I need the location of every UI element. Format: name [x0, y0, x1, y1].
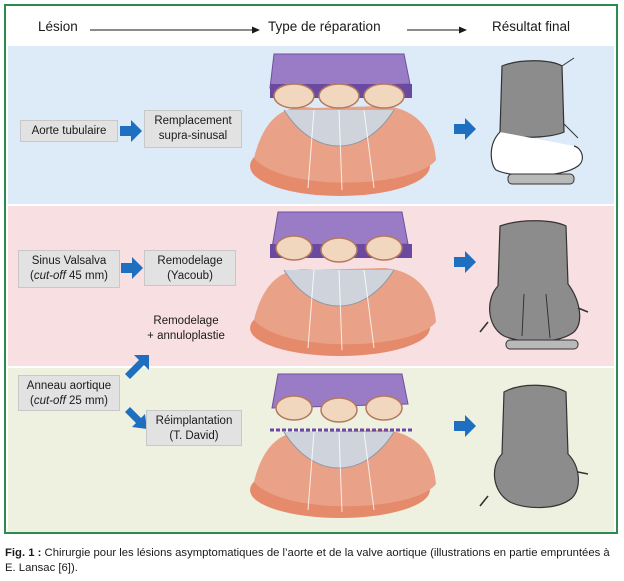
repair-label-annuloplasty: Remodelage + annuloplastie [147, 315, 225, 342]
figure-caption: Fig. 1 : Chirurgie pour les lésions asym… [5, 546, 619, 576]
figure-frame: Lésion Type de réparation Résultat final… [4, 4, 618, 534]
header-arrow-2 [407, 26, 467, 34]
lesion-label-row3-line1: Anneau aortique [26, 380, 112, 392]
lesion-box-row2: Sinus Valsalva (cut-off 45 mm) [18, 250, 120, 288]
repair-label-row3-line1: Réimplantation [155, 415, 233, 427]
repair-label-row2-line2: (Yacoub) [167, 270, 213, 282]
surgical-view-row2 [250, 211, 436, 356]
repair-label-row2-line1: Remodelage [157, 255, 223, 267]
blue-arrow-icon [120, 120, 142, 142]
result-illustration-row1 [490, 57, 583, 185]
blue-arrow-icon [454, 118, 476, 140]
header-repair: Type de réparation [268, 19, 381, 34]
lesion-label-row2-line2: (cut-off 45 mm) [30, 270, 108, 282]
blue-arrow-up-icon [125, 355, 149, 379]
blue-arrow-down-icon [125, 407, 147, 429]
surgical-view-row3 [250, 373, 436, 518]
lesion-label-row1: Aorte tubulaire [31, 125, 107, 137]
lesion-label-row2-line1: Sinus Valsalva [31, 255, 107, 267]
header-arrow-1 [90, 26, 260, 34]
result-illustration-row2 [479, 220, 589, 350]
header-result: Résultat final [492, 19, 571, 34]
blue-arrow-icon [121, 257, 143, 279]
repair-label-row1-line1: Remplacement [154, 115, 232, 127]
header-lesion: Lésion [38, 19, 78, 34]
repair-label-row3-line2: (T. David) [169, 430, 219, 442]
repair-box-row1: Remplacement supra-sinusal [144, 110, 242, 148]
result-illustration-row3 [479, 384, 589, 509]
repair-box-row2: Remodelage (Yacoub) [144, 250, 236, 286]
lesion-box-row1: Aorte tubulaire [20, 120, 118, 142]
lesion-label-row3-line2: (cut-off 25 mm) [30, 395, 108, 407]
surgical-view-row1 [250, 53, 436, 196]
blue-arrow-icon [454, 415, 476, 437]
repair-box-row3: Réimplantation (T. David) [146, 410, 242, 446]
repair-label-row1-line2: supra-sinusal [158, 130, 228, 142]
caption-label: Fig. 1 : [5, 547, 42, 559]
lesion-box-row3: Anneau aortique (cut-off 25 mm) [18, 375, 120, 411]
caption-text: Chirurgie pour les lésions asymptomatiqu… [5, 547, 610, 574]
blue-arrow-icon [454, 251, 476, 273]
